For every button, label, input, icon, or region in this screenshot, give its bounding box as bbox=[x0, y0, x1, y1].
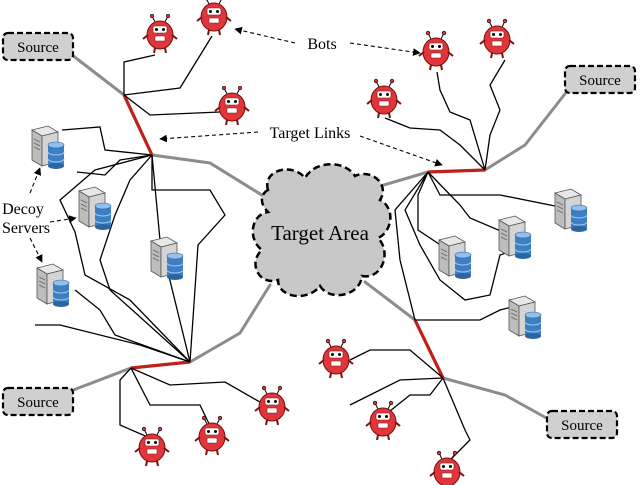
bot-icon bbox=[214, 85, 250, 126]
source-label: Source bbox=[17, 395, 59, 411]
target-area: Target Area bbox=[251, 163, 392, 298]
bot-icon bbox=[254, 385, 290, 426]
bot-icon bbox=[142, 13, 178, 54]
server-icon bbox=[438, 235, 472, 280]
source-box: Source bbox=[1, 31, 75, 62]
source-label: Source bbox=[579, 73, 621, 89]
bot-icon bbox=[429, 450, 465, 485]
server-icon bbox=[31, 125, 65, 170]
target-area-label: Target Area bbox=[271, 221, 370, 245]
bot-icon bbox=[196, 0, 232, 36]
server-icon bbox=[498, 215, 532, 260]
server-icon bbox=[150, 236, 184, 281]
decoy-servers-label-line2: Servers bbox=[2, 220, 50, 237]
bot-icon bbox=[479, 18, 515, 59]
server-icon bbox=[36, 263, 70, 308]
source-box: Source bbox=[545, 409, 619, 440]
decoy-servers-label-line1: Decoy bbox=[2, 201, 44, 218]
source-label: Source bbox=[17, 40, 59, 56]
server-icon bbox=[508, 295, 542, 340]
bot-icon bbox=[318, 338, 354, 379]
source-box: Source bbox=[563, 64, 637, 95]
bot-icon bbox=[194, 415, 230, 456]
target-links-label: Target Links bbox=[270, 125, 351, 142]
bot-icon bbox=[418, 30, 454, 71]
annotation-arrows bbox=[29, 26, 443, 263]
server-icon bbox=[554, 188, 588, 233]
source-label: Source bbox=[561, 418, 603, 434]
bot-icon bbox=[366, 78, 402, 119]
source-box: Source bbox=[1, 386, 75, 417]
trunk-lines bbox=[66, 53, 570, 422]
branch-lines bbox=[35, 35, 561, 461]
server-icon bbox=[78, 186, 112, 231]
target-area-cloud bbox=[251, 163, 392, 298]
bots-label: Bots bbox=[307, 36, 336, 53]
target-links bbox=[122, 94, 486, 379]
